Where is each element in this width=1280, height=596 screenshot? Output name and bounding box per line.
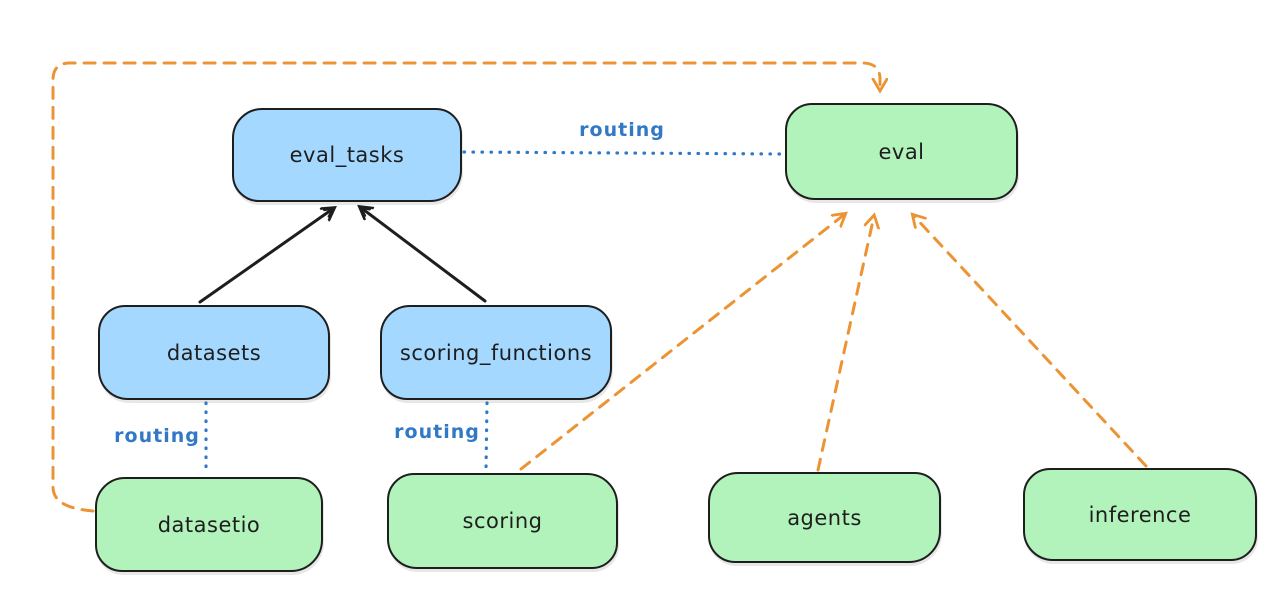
node-agents-label: agents <box>787 505 862 530</box>
node-scoring-functions-label: scoring_functions <box>399 340 593 365</box>
node-agents: agents <box>708 472 941 563</box>
edge-agents-to-eval <box>816 216 874 472</box>
node-eval-tasks-label: eval_tasks <box>289 143 405 167</box>
edge-datasets-to-eval-tasks <box>198 208 334 304</box>
node-scoring: scoring <box>387 473 618 569</box>
edge-label-routing-datasets-datasetio: routing <box>114 425 200 447</box>
node-scoring-label: scoring <box>462 509 543 533</box>
node-inference-label: inference <box>1088 502 1192 527</box>
edge-scoring-functions-to-scoring-routing <box>484 401 489 472</box>
node-eval: eval <box>785 103 1018 200</box>
edge-datasetio-to-eval <box>51 61 880 513</box>
edge-label-routing-scoring-functions-scoring: routing <box>394 421 480 443</box>
node-datasetio-label: datasetio <box>157 512 261 537</box>
node-inference: inference <box>1023 468 1257 561</box>
edge-scoring-functions-to-eval-tasks <box>360 207 487 303</box>
node-eval-label: eval <box>878 139 925 164</box>
node-scoring-functions: scoring_functions <box>380 305 612 400</box>
edge-eval-tasks-to-eval-routing <box>462 150 785 156</box>
node-datasetio: datasetio <box>95 477 323 572</box>
node-eval-tasks: eval_tasks <box>232 108 462 202</box>
node-datasets-label: datasets <box>166 340 262 365</box>
edge-inference-to-eval <box>913 215 1148 468</box>
edge-label-routing-eval-tasks-eval: routing <box>579 119 665 141</box>
edge-scoring-to-eval <box>519 214 845 471</box>
node-datasets: datasets <box>98 305 330 400</box>
